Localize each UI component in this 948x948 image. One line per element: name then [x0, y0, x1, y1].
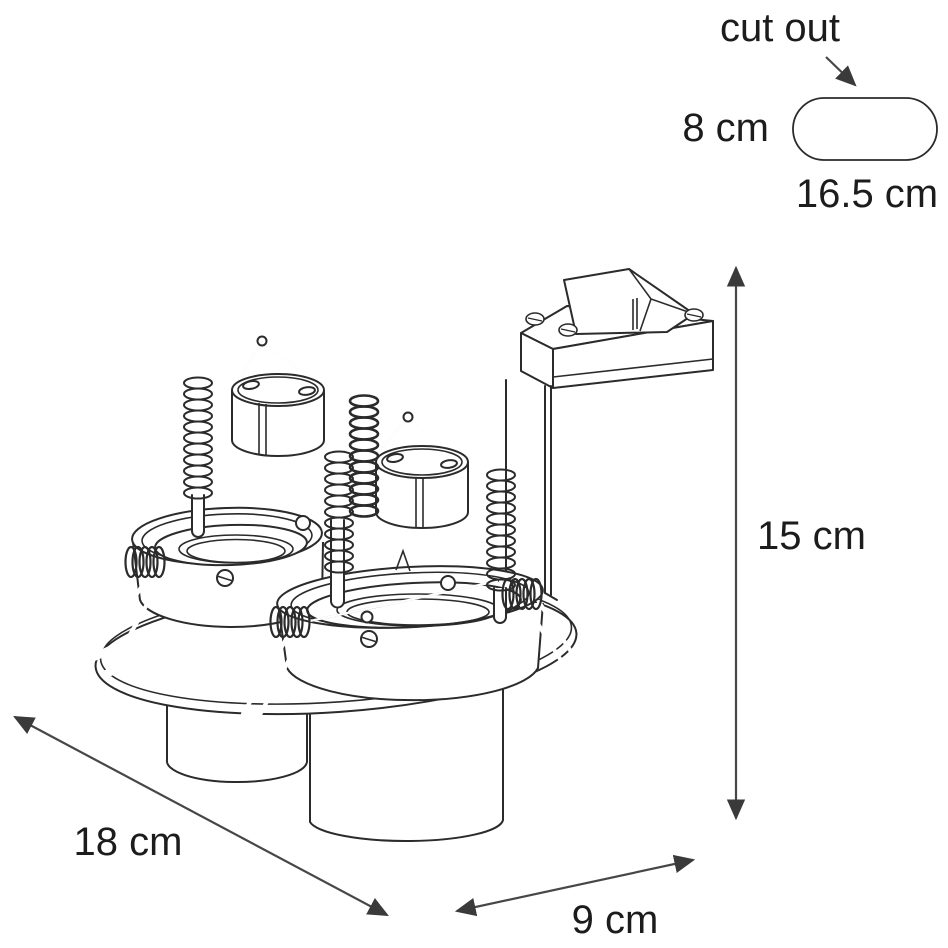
clip-right: [501, 577, 591, 698]
cutout-pointer-arrow-icon: [825, 56, 857, 87]
cutout-shape: [792, 97, 938, 161]
clip-left: [88, 545, 166, 678]
rim-hole: [295, 515, 311, 531]
spring-bar-right: [366, 394, 504, 470]
rim-hole: [440, 575, 456, 591]
cutout-label: cut out: [720, 6, 840, 50]
cutout-width-label: 16.5 cm: [796, 172, 938, 216]
dimension-width: 18 cm: [13, 715, 389, 917]
screw-icon: [525, 312, 545, 326]
lamp-holder-right: [375, 445, 469, 529]
dimension-depth: 9 cm: [454, 854, 696, 942]
trim-ring-left: [131, 506, 324, 628]
dimension-height: 15 cm: [726, 265, 866, 821]
cutout-spec: cut out 8 cm 16.5 cm: [682, 6, 938, 216]
depth-label: 9 cm: [572, 898, 659, 942]
guide-pin: [330, 519, 345, 609]
screw-icon: [558, 323, 578, 337]
power-cable-right: [405, 322, 526, 419]
screw-icon: [684, 308, 704, 322]
rim-hole: [360, 610, 374, 624]
lamp-holder-left: [231, 373, 325, 457]
depth-arrow-icon: [454, 854, 696, 917]
cutout-height-label: 8 cm: [682, 106, 769, 150]
height-label: 15 cm: [757, 514, 866, 558]
spring-icon: [348, 394, 380, 518]
junction-box-lid: [563, 268, 695, 335]
width-label: 18 cm: [74, 820, 183, 864]
coil-springs: [183, 376, 516, 624]
lamp-holder-left-bail: [236, 335, 322, 386]
power-cable-left: [259, 240, 555, 344]
guide-pin: [191, 494, 205, 538]
junction-box: [520, 268, 714, 389]
width-arrow-icon: [13, 715, 389, 917]
spring-icon: [183, 376, 213, 500]
mounting-strap: [505, 379, 558, 601]
